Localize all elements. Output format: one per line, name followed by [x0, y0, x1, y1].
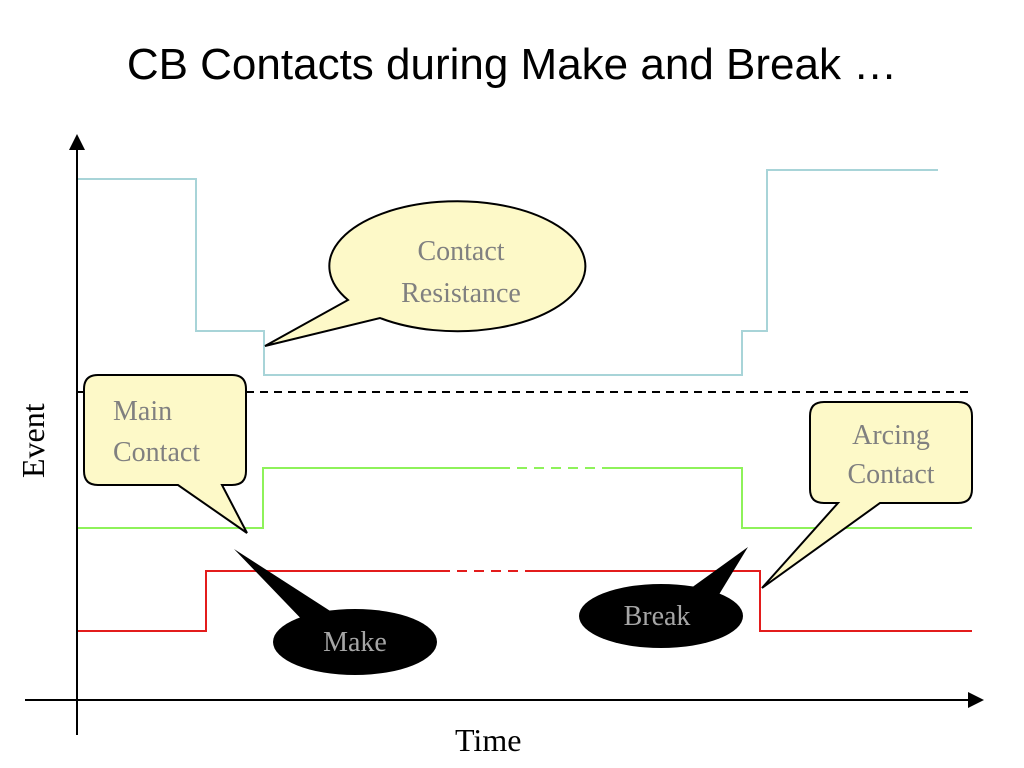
contact-resistance-label-line2: Resistance — [401, 278, 521, 309]
break-callout-ellipse — [579, 584, 743, 648]
make-callout-ellipse — [273, 609, 437, 675]
contact-resistance-trace — [78, 169, 938, 376]
break-callout: Break — [579, 547, 748, 648]
contact-resistance-callout-bubble — [264, 200, 587, 347]
slide-title: CB Contacts during Make and Break … — [126, 40, 898, 89]
arcing-contact-label-line1: Arcing — [852, 420, 930, 451]
x-axis-label: Time — [455, 722, 522, 758]
main-contact-trace — [78, 467, 500, 529]
arcing-contact-callout: Arcing Contact — [761, 401, 973, 589]
main-contact-callout: Main Contact — [83, 374, 248, 534]
arcing-contact-trace-end — [530, 570, 972, 632]
main-contact-label-line1: Main — [113, 396, 172, 427]
main-contact-callout-box — [83, 374, 248, 534]
y-axis-label: Event — [15, 403, 51, 478]
main-contact-label-line2: Contact — [113, 437, 200, 468]
main-contact-trace-end — [612, 467, 972, 529]
make-callout-bubble — [234, 549, 338, 628]
contact-resistance-callout: Contact Resistance — [264, 200, 587, 347]
break-label: Break — [624, 601, 691, 632]
arcing-contact-trace — [78, 570, 440, 632]
make-callout: Make — [234, 549, 437, 675]
arcing-contact-label-line2: Contact — [847, 459, 934, 490]
contact-resistance-label-line1: Contact — [417, 236, 504, 267]
arcing-contact-callout-box — [761, 401, 973, 589]
make-label: Make — [323, 627, 387, 658]
